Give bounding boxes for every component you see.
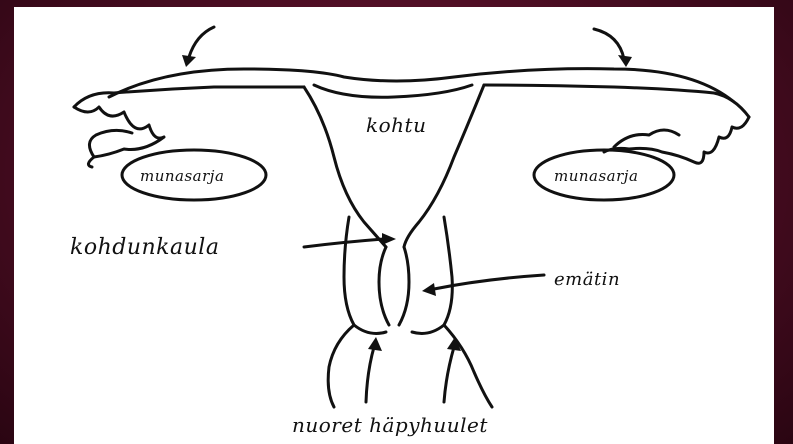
fallopian-tube-right-bottom xyxy=(484,85,749,117)
label-uterus: kohtu xyxy=(366,113,426,137)
arrowhead-os xyxy=(422,283,436,296)
uterine-cavity xyxy=(314,85,472,97)
uterus-diagram xyxy=(14,7,774,444)
label-ovary-left: munasarja xyxy=(140,167,224,185)
arrowhead-cervix xyxy=(382,233,396,245)
label-os: emätin xyxy=(554,269,620,290)
vagina-left xyxy=(328,325,354,407)
arrowhead-lip-left xyxy=(368,337,382,351)
vaginal-wall-right xyxy=(412,217,452,333)
arrowhead-left-top xyxy=(182,55,196,67)
cervix-left xyxy=(379,247,389,325)
arrow-os xyxy=(434,275,544,289)
arrow-right-top xyxy=(594,29,624,59)
label-ovary-right: munasarja xyxy=(554,167,638,185)
fallopian-tube-top xyxy=(109,69,734,102)
label-lips: nuoret häpyhuulet xyxy=(292,413,488,437)
fimbria-left xyxy=(74,107,164,167)
diagram-panel: kohtu munasarja munasarja kohdunkaula em… xyxy=(14,7,774,444)
arrow-lip-right xyxy=(444,347,454,402)
vagina-right xyxy=(444,325,492,407)
uterus-body-outline-left xyxy=(304,87,386,247)
arrow-lip-left xyxy=(366,347,374,402)
arrowhead-right-top xyxy=(618,55,632,67)
label-cervix: kohdunkaula xyxy=(70,235,219,260)
cervix-right xyxy=(399,247,409,325)
arrow-left-top xyxy=(189,27,214,57)
fimbria-right xyxy=(604,117,749,163)
